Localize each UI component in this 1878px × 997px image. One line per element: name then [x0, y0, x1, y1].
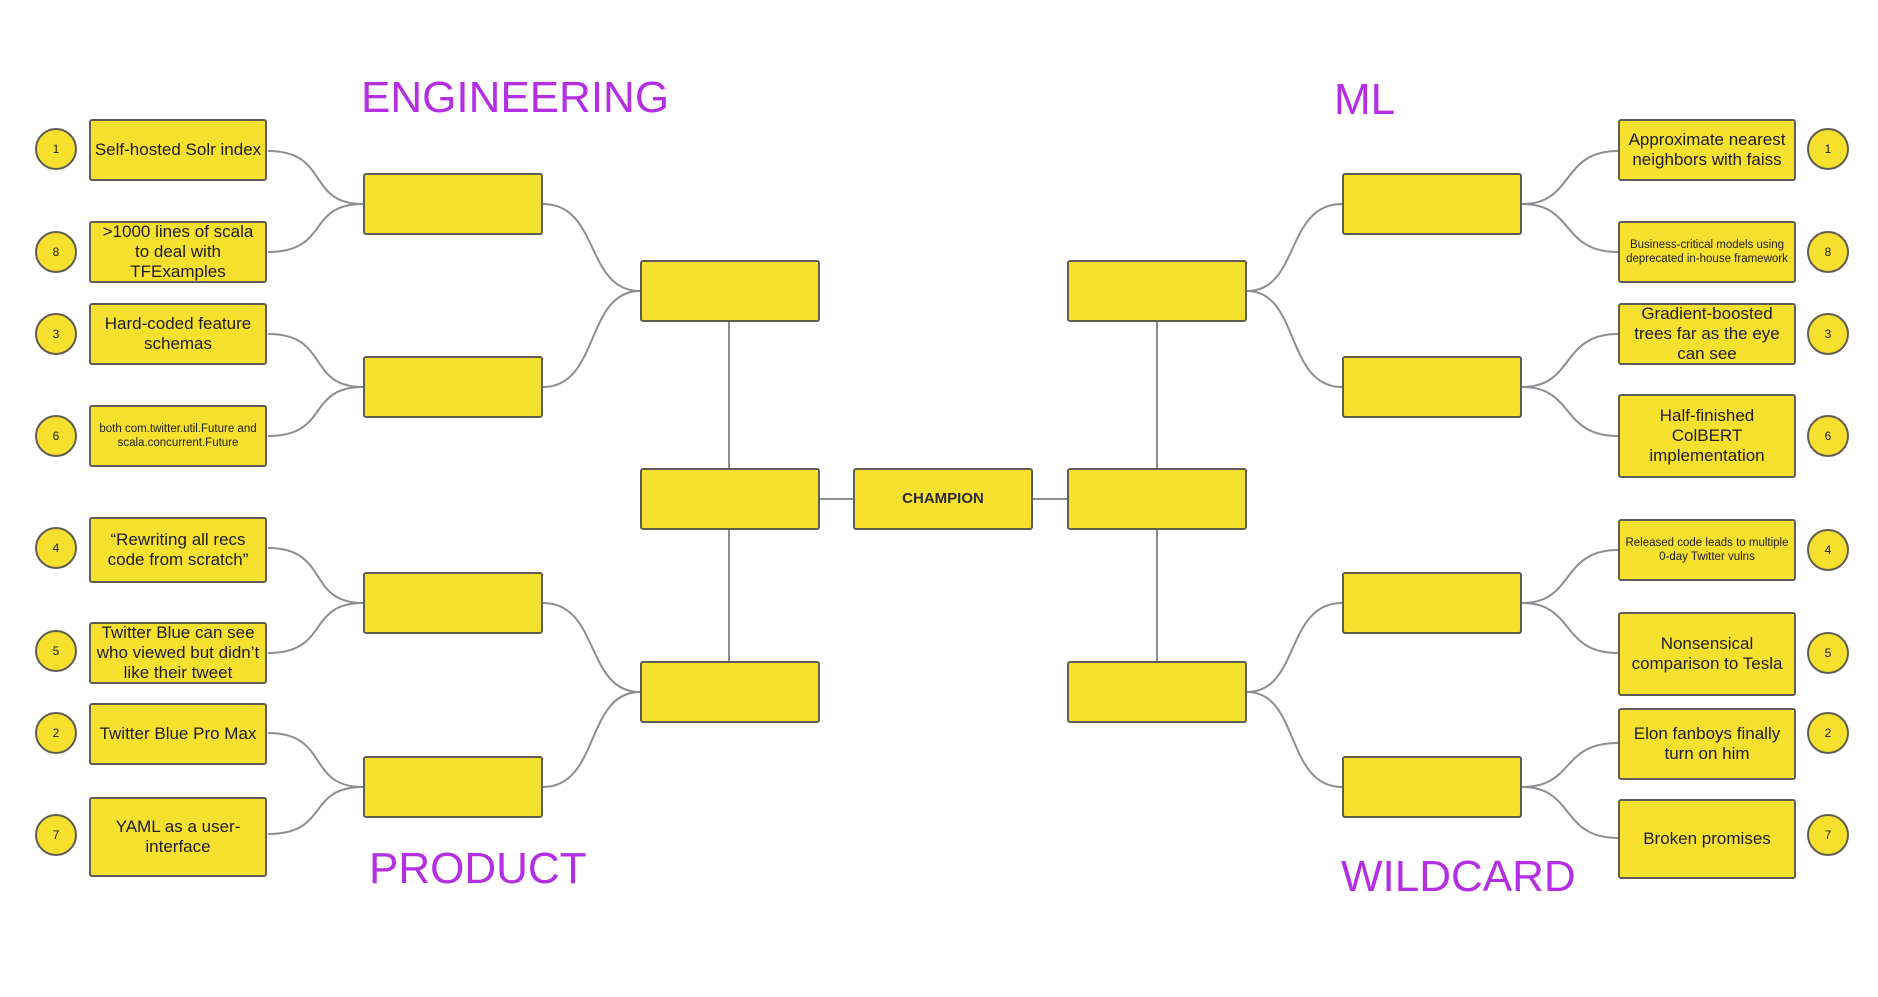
seed-badge: 6 [1807, 415, 1849, 457]
seed-badge: 7 [1807, 814, 1849, 856]
bracket-entry[interactable]: Self-hosted Solr index [89, 119, 267, 181]
bracket-entry[interactable]: Twitter Blue can see who viewed but didn… [89, 622, 267, 684]
seed-badge: 7 [35, 814, 77, 856]
bracket-entry[interactable]: Business-critical models using deprecate… [1618, 221, 1796, 283]
champion-box[interactable]: CHAMPION [853, 468, 1033, 530]
bracket-entry[interactable]: Twitter Blue Pro Max [89, 703, 267, 765]
seed-badge: 3 [35, 313, 77, 355]
bracket-entry[interactable]: “Rewriting all recs code from scratch” [89, 517, 267, 583]
region-title-ml: ML [1334, 75, 1396, 124]
bracket-entry[interactable]: Elon fanboys finally turn on him [1618, 708, 1796, 780]
bracket-slot-product-r2-a[interactable] [363, 572, 543, 634]
region-title-product: PRODUCT [369, 844, 587, 893]
bracket-slot-wildcard-r2-b[interactable] [1342, 756, 1522, 818]
seed-badge: 6 [35, 415, 77, 457]
bracket-entry[interactable]: Released code leads to multiple 0-day Tw… [1618, 519, 1796, 581]
bracket-entry[interactable]: Nonsensical comparison to Tesla [1618, 612, 1796, 696]
bracket-slot-product-r3[interactable] [640, 661, 820, 723]
bracket-slot-right-final[interactable] [1067, 468, 1247, 530]
bracket-entry[interactable]: both com.twitter.util.Future and scala.c… [89, 405, 267, 467]
bracket-slot-ml-r2-a[interactable] [1342, 173, 1522, 235]
seed-badge: 4 [1807, 529, 1849, 571]
bracket-entry[interactable]: Half-finished ColBERT implementation [1618, 394, 1796, 478]
bracket-entry[interactable]: YAML as a user-interface [89, 797, 267, 877]
bracket-slot-product-r2-b[interactable] [363, 756, 543, 818]
bracket-slot-wildcard-r3[interactable] [1067, 661, 1247, 723]
bracket-slot-ml-r2-b[interactable] [1342, 356, 1522, 418]
seed-badge: 3 [1807, 313, 1849, 355]
bracket-slot-eng-r2-b[interactable] [363, 356, 543, 418]
seed-badge: 2 [1807, 712, 1849, 754]
bracket-slot-left-final[interactable] [640, 468, 820, 530]
bracket-entry[interactable]: >1000 lines of scala to deal with TFExam… [89, 221, 267, 283]
region-title-engineering: ENGINEERING [361, 73, 670, 122]
seed-badge: 8 [1807, 231, 1849, 273]
seed-badge: 1 [35, 128, 77, 170]
bracket-entry[interactable]: Hard-coded feature schemas [89, 303, 267, 365]
seed-badge: 5 [35, 630, 77, 672]
region-title-wildcard: WILDCARD [1341, 852, 1576, 901]
seed-badge: 4 [35, 527, 77, 569]
bracket-slot-eng-r2-a[interactable] [363, 173, 543, 235]
seed-badge: 2 [35, 712, 77, 754]
seed-badge: 5 [1807, 632, 1849, 674]
seed-badge: 1 [1807, 128, 1849, 170]
bracket-slot-wildcard-r2-a[interactable] [1342, 572, 1522, 634]
bracket-entry[interactable]: Approximate nearest neighbors with faiss [1618, 119, 1796, 181]
seed-badge: 8 [35, 231, 77, 273]
bracket-entry[interactable]: Gradient-boosted trees far as the eye ca… [1618, 303, 1796, 365]
bracket-slot-eng-r3[interactable] [640, 260, 820, 322]
bracket-slot-ml-r3[interactable] [1067, 260, 1247, 322]
bracket-entry[interactable]: Broken promises [1618, 799, 1796, 879]
